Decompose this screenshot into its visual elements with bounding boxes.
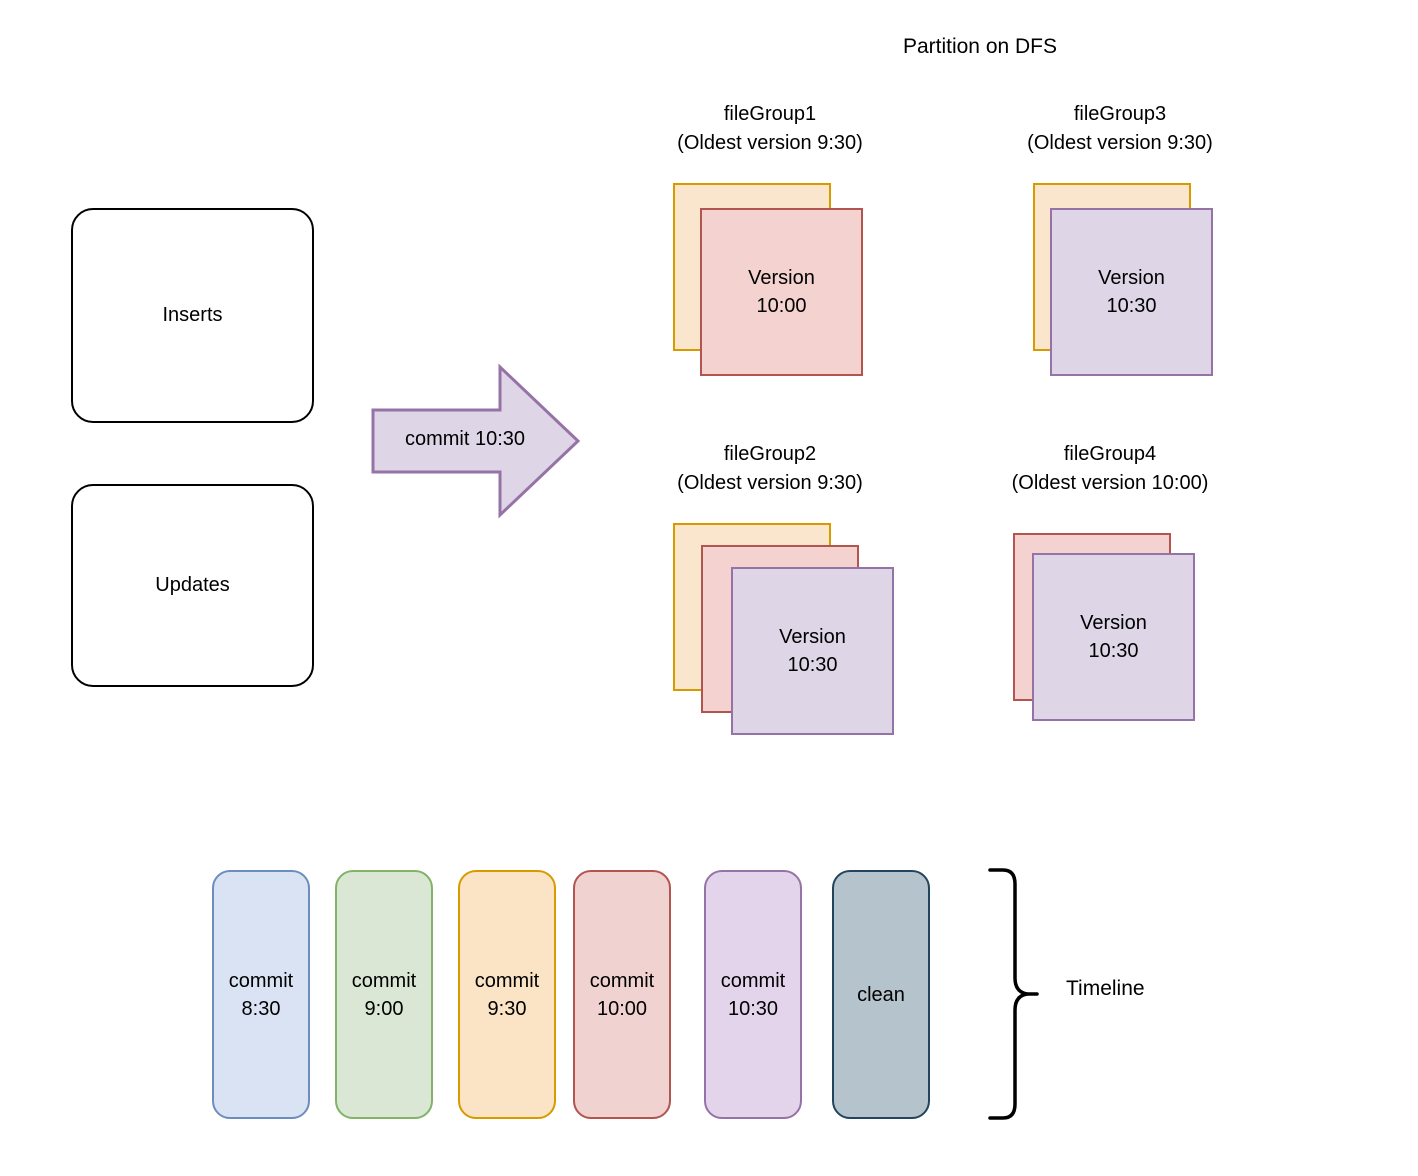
filegroup1-card-2-label: Version 10:00	[748, 267, 815, 317]
filegroup3-oldest-version: (Oldest version 9:30)	[1027, 132, 1213, 154]
page-title: Partition on DFS	[902, 35, 1058, 58]
timeline-bar-commit-9-30-label: commit 9:30	[474, 969, 540, 1020]
filegroup1-name: fileGroup1	[723, 103, 817, 125]
timeline-bar-clean-label: clean	[857, 983, 905, 1006]
filegroup4-card-stack: Version 10:30	[1000, 515, 1230, 721]
source-box-inserts[interactable]: Inserts	[71, 208, 314, 423]
filegroup4-name: fileGroup4	[1063, 443, 1157, 465]
filegroup4-card-2-label: Version 10:30	[1080, 612, 1147, 662]
timeline-bar-commit-8-30-label: commit 8:30	[228, 969, 294, 1020]
filegroup2-card-3[interactable]: Version 10:30	[731, 567, 894, 735]
timeline-bar-commit-9-30[interactable]: commit 9:30	[458, 870, 556, 1119]
timeline-bar-commit-10-30[interactable]: commit 10:30	[704, 870, 802, 1119]
timeline-brace	[985, 866, 1045, 1122]
filegroup2-name: fileGroup2	[723, 443, 817, 465]
filegroup1-card-2[interactable]: Version 10:00	[700, 208, 863, 376]
arrow-right-icon	[371, 363, 581, 519]
commit-arrow-label: commit 10:30	[404, 428, 526, 450]
filegroup2-card-stack: Version 10:30	[660, 515, 910, 740]
filegroup3-card-2-label: Version 10:30	[1098, 267, 1165, 317]
filegroup1-oldest-version: (Oldest version 9:30)	[677, 132, 863, 154]
timeline-bar-commit-9-00[interactable]: commit 9:00	[335, 870, 433, 1119]
timeline-bar-clean[interactable]: clean	[832, 870, 930, 1119]
filegroup2-oldest-version: (Oldest version 9:30)	[677, 472, 863, 494]
timeline-bar-commit-9-00-label: commit 9:00	[351, 969, 417, 1020]
filegroup4-card-2[interactable]: Version 10:30	[1032, 553, 1195, 721]
filegroup1-card-stack: Version 10:00	[660, 175, 890, 380]
timeline-bar-commit-10-30-label: commit 10:30	[720, 969, 786, 1020]
filegroup2-card-3-label: Version 10:30	[779, 626, 846, 676]
source-box-updates-label: Updates	[155, 574, 230, 596]
filegroup3-name: fileGroup3	[1073, 103, 1167, 125]
filegroup4-oldest-version: (Oldest version 10:00)	[1011, 472, 1209, 494]
timeline-bar-commit-8-30[interactable]: commit 8:30	[212, 870, 310, 1119]
commit-arrow[interactable]: commit 10:30	[370, 362, 582, 520]
timeline-label: Timeline	[1066, 977, 1145, 1000]
timeline-bar-commit-10-00[interactable]: commit 10:00	[573, 870, 671, 1119]
filegroup3-card-2[interactable]: Version 10:30	[1050, 208, 1213, 376]
source-box-updates[interactable]: Updates	[71, 484, 314, 687]
source-box-inserts-label: Inserts	[162, 304, 223, 326]
filegroup3-card-stack: Version 10:30	[1020, 175, 1250, 380]
curly-brace-icon	[988, 868, 1039, 1120]
timeline-bar-commit-10-00-label: commit 10:00	[589, 969, 655, 1020]
